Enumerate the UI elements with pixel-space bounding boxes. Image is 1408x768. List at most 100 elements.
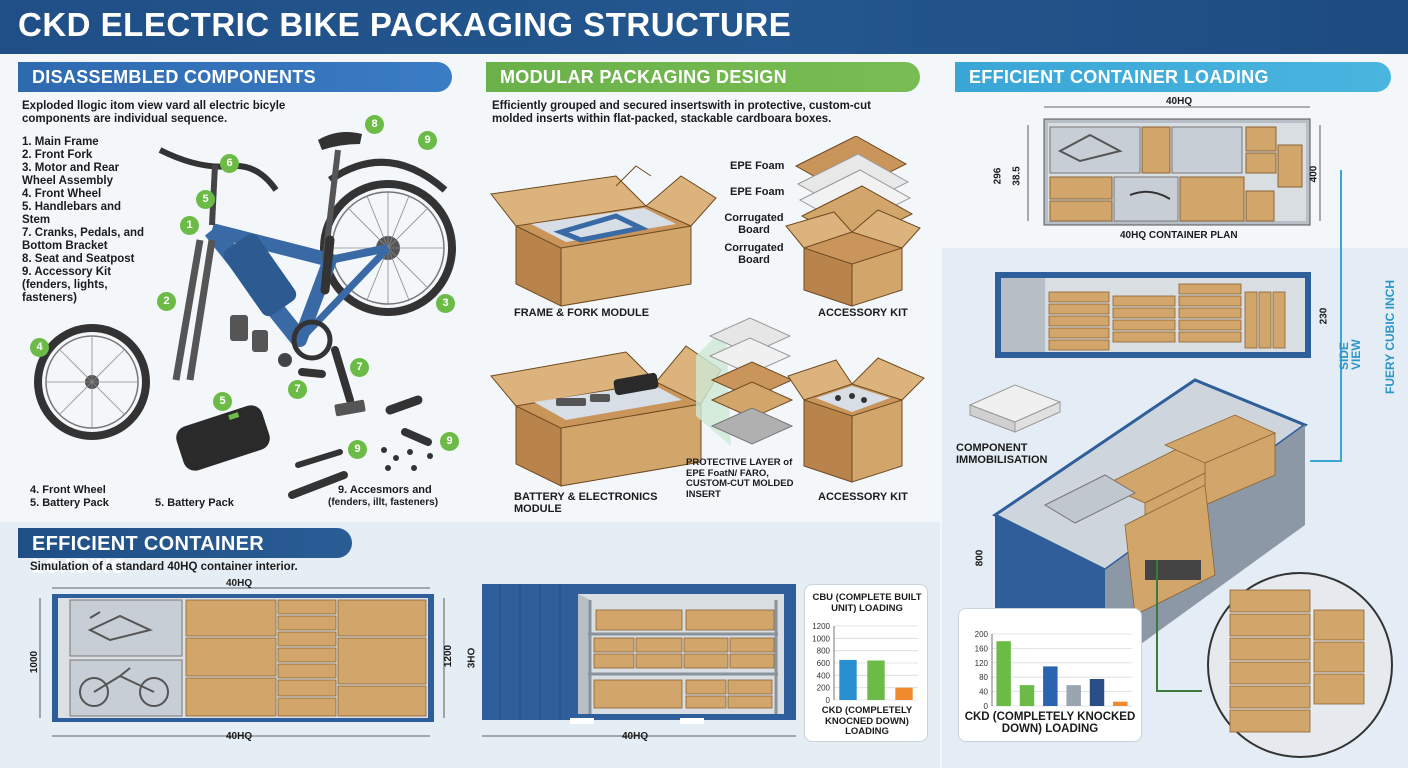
packaging-modules-illustration [490, 136, 925, 487]
badge-6: 6 [220, 154, 239, 173]
chart-bar [1089, 679, 1105, 706]
badge-7b: 7 [288, 380, 307, 399]
zoom-circle-illustration [1207, 572, 1393, 758]
badge-5-battery: 5 [213, 392, 232, 411]
frame-fork-module-label: FRAME & FORK MODULE [514, 307, 650, 319]
cbu-chart-caption: CKD (COMPLETELY KNOCNED DOWN) LOADING [821, 705, 913, 737]
layer-epe-foam-2: EPE Foam [730, 186, 785, 198]
list-item: 7. Cranks, Pedals, and Bottom Bracket [22, 227, 145, 252]
chart-bar [839, 659, 857, 700]
side-view-label: SIDE VIEW [1337, 339, 1363, 370]
fasteners-icon [381, 447, 433, 471]
chainring-icon [291, 319, 333, 361]
plan-left-dim-a: 296 [992, 167, 1004, 185]
y-tick-label: 1000 [812, 634, 830, 643]
fender-part-icon [295, 449, 343, 468]
badge-7: 7 [350, 358, 369, 377]
badge-5: 5 [196, 190, 215, 209]
accessory-box-top-icon [785, 209, 921, 307]
badge-1: 1 [180, 216, 199, 235]
list-item: 4. Front Wheel [22, 188, 102, 200]
layer-corrugated-2: Corrugated Board [724, 242, 784, 266]
callout-battery-mid: 5. Battery Pack [155, 497, 234, 509]
saddle-icon [318, 132, 362, 150]
disassembled-heading: DISASSEMBLED COMPONENTS [18, 62, 452, 92]
accessory-kit-bottom-label: ACCESSORY KIT [818, 491, 908, 503]
chart-bar [895, 687, 913, 700]
layer-epe-foam-1: EPE Foam [730, 160, 785, 172]
list-item: 8. Seat and Seatpost [22, 253, 135, 265]
y-tick-label: 40 [979, 688, 988, 697]
bottom-right-dim-a: 1200 [443, 644, 455, 668]
bottom-left-dim: 1000 [29, 650, 41, 674]
accessory-box-bottom-icon [787, 357, 925, 483]
crank-icon [331, 346, 354, 404]
chart-bar [1019, 685, 1035, 706]
modular-description: Efficiently grouped and secured insertsw… [492, 100, 871, 125]
page-title: CKD ELECTRIC BIKE PACKAGING STRUCTURE [18, 6, 792, 43]
plan-top-dim: 40HQ [1166, 96, 1193, 107]
cbu-chart-title: CBU (COMPLETE BUILT UNIT) LOADING [812, 592, 922, 614]
ckd-chart-caption: CKD (COMPLETELY KNOCKED DOWN) LOADING [964, 711, 1136, 735]
badge-9: 9 [418, 131, 437, 150]
chart-bar [1043, 666, 1058, 706]
protective-layers-icon [708, 317, 794, 445]
badge-4: 4 [30, 338, 49, 357]
callout-front-wheel: 4. Front Wheel [30, 484, 106, 496]
chart-bar [996, 641, 1011, 706]
component-list: 1. Main Frame 2. Front Fork 3. Motor and… [22, 136, 152, 305]
y-tick-label: 200 [817, 684, 831, 693]
protective-note: PROTECTIVE LAYER of EPE FoatN/ FARO, CUS… [686, 457, 794, 500]
badge-2: 2 [157, 292, 176, 311]
y-tick-label: 800 [817, 647, 831, 656]
list-item: 1. Main Frame [22, 136, 99, 148]
green-connector-v [1156, 560, 1158, 690]
container-plan-bottom-illustration [39, 587, 445, 737]
y-tick-label: 1200 [812, 622, 830, 631]
disassembled-description: Exploded llogic itom view vard all elect… [22, 100, 286, 125]
callout-accessories: 9. Accesmors and [338, 484, 432, 496]
callout-accessories-sub: (fenders, illt, fasteners) [328, 497, 439, 508]
pedal-icon [334, 399, 366, 417]
frame-fork-box-icon [490, 165, 717, 307]
battery-module-label: BATTERY & ELECTRONICS MODULE [514, 491, 658, 515]
cubic-label: FUERY CUBIC INCH [1383, 279, 1397, 394]
exploded-bike-illustration [34, 132, 456, 499]
badge-3: 3 [436, 294, 455, 313]
interior-bottom-dim: 40HQ [622, 731, 649, 742]
battery-pack-icon [176, 405, 270, 471]
bottom-top-dim: 40HQ [226, 578, 253, 589]
y-tick-label: 600 [817, 659, 831, 668]
accessory-kit-top-label: ACCESSORY KIT [818, 307, 908, 319]
plan-right-dim: 400 [1308, 165, 1320, 183]
handlebar-icon [158, 147, 279, 192]
container-bottom-heading: EFFICIENT CONTAINER LOADING [18, 528, 352, 578]
green-connector [1156, 690, 1202, 692]
rear-fender-icon [328, 158, 448, 193]
container-plan-illustration [1027, 106, 1321, 226]
bottom-bottom-dim: 40HQ [226, 731, 253, 742]
container-right-heading: EFFICIENT CONTAINER LOADING [955, 62, 1391, 92]
frame-icon [204, 223, 391, 347]
list-item: 3. Motor and Rear Wheel Assembly [22, 162, 120, 187]
immobilisation-label: COMPONENT IMMOBILISATION [956, 442, 1048, 466]
badge-9c: 9 [440, 432, 459, 451]
y-tick-label: 200 [975, 630, 989, 639]
chart-bar [1113, 701, 1128, 706]
chart-bar [1066, 685, 1081, 706]
cyan-connector-h [1310, 460, 1342, 462]
y-tick-label: 80 [979, 673, 988, 682]
modular-heading: MODULAR PACKAGING DESIGN [486, 62, 920, 92]
side-dim: 230 [1318, 307, 1330, 325]
chart-bar [867, 660, 885, 700]
y-tick-label: 160 [975, 644, 989, 653]
list-item: 5. Handlebars and Stem [22, 201, 122, 226]
container-bottom-description: Simulation of a standard 40HQ container … [30, 561, 298, 573]
front-wheel-icon [34, 324, 150, 440]
list-item: 2. Front Fork [22, 149, 93, 161]
title-banner [0, 0, 1408, 54]
container-side-illustration [995, 272, 1311, 358]
callout-battery-left: 5. Battery Pack [30, 497, 109, 509]
